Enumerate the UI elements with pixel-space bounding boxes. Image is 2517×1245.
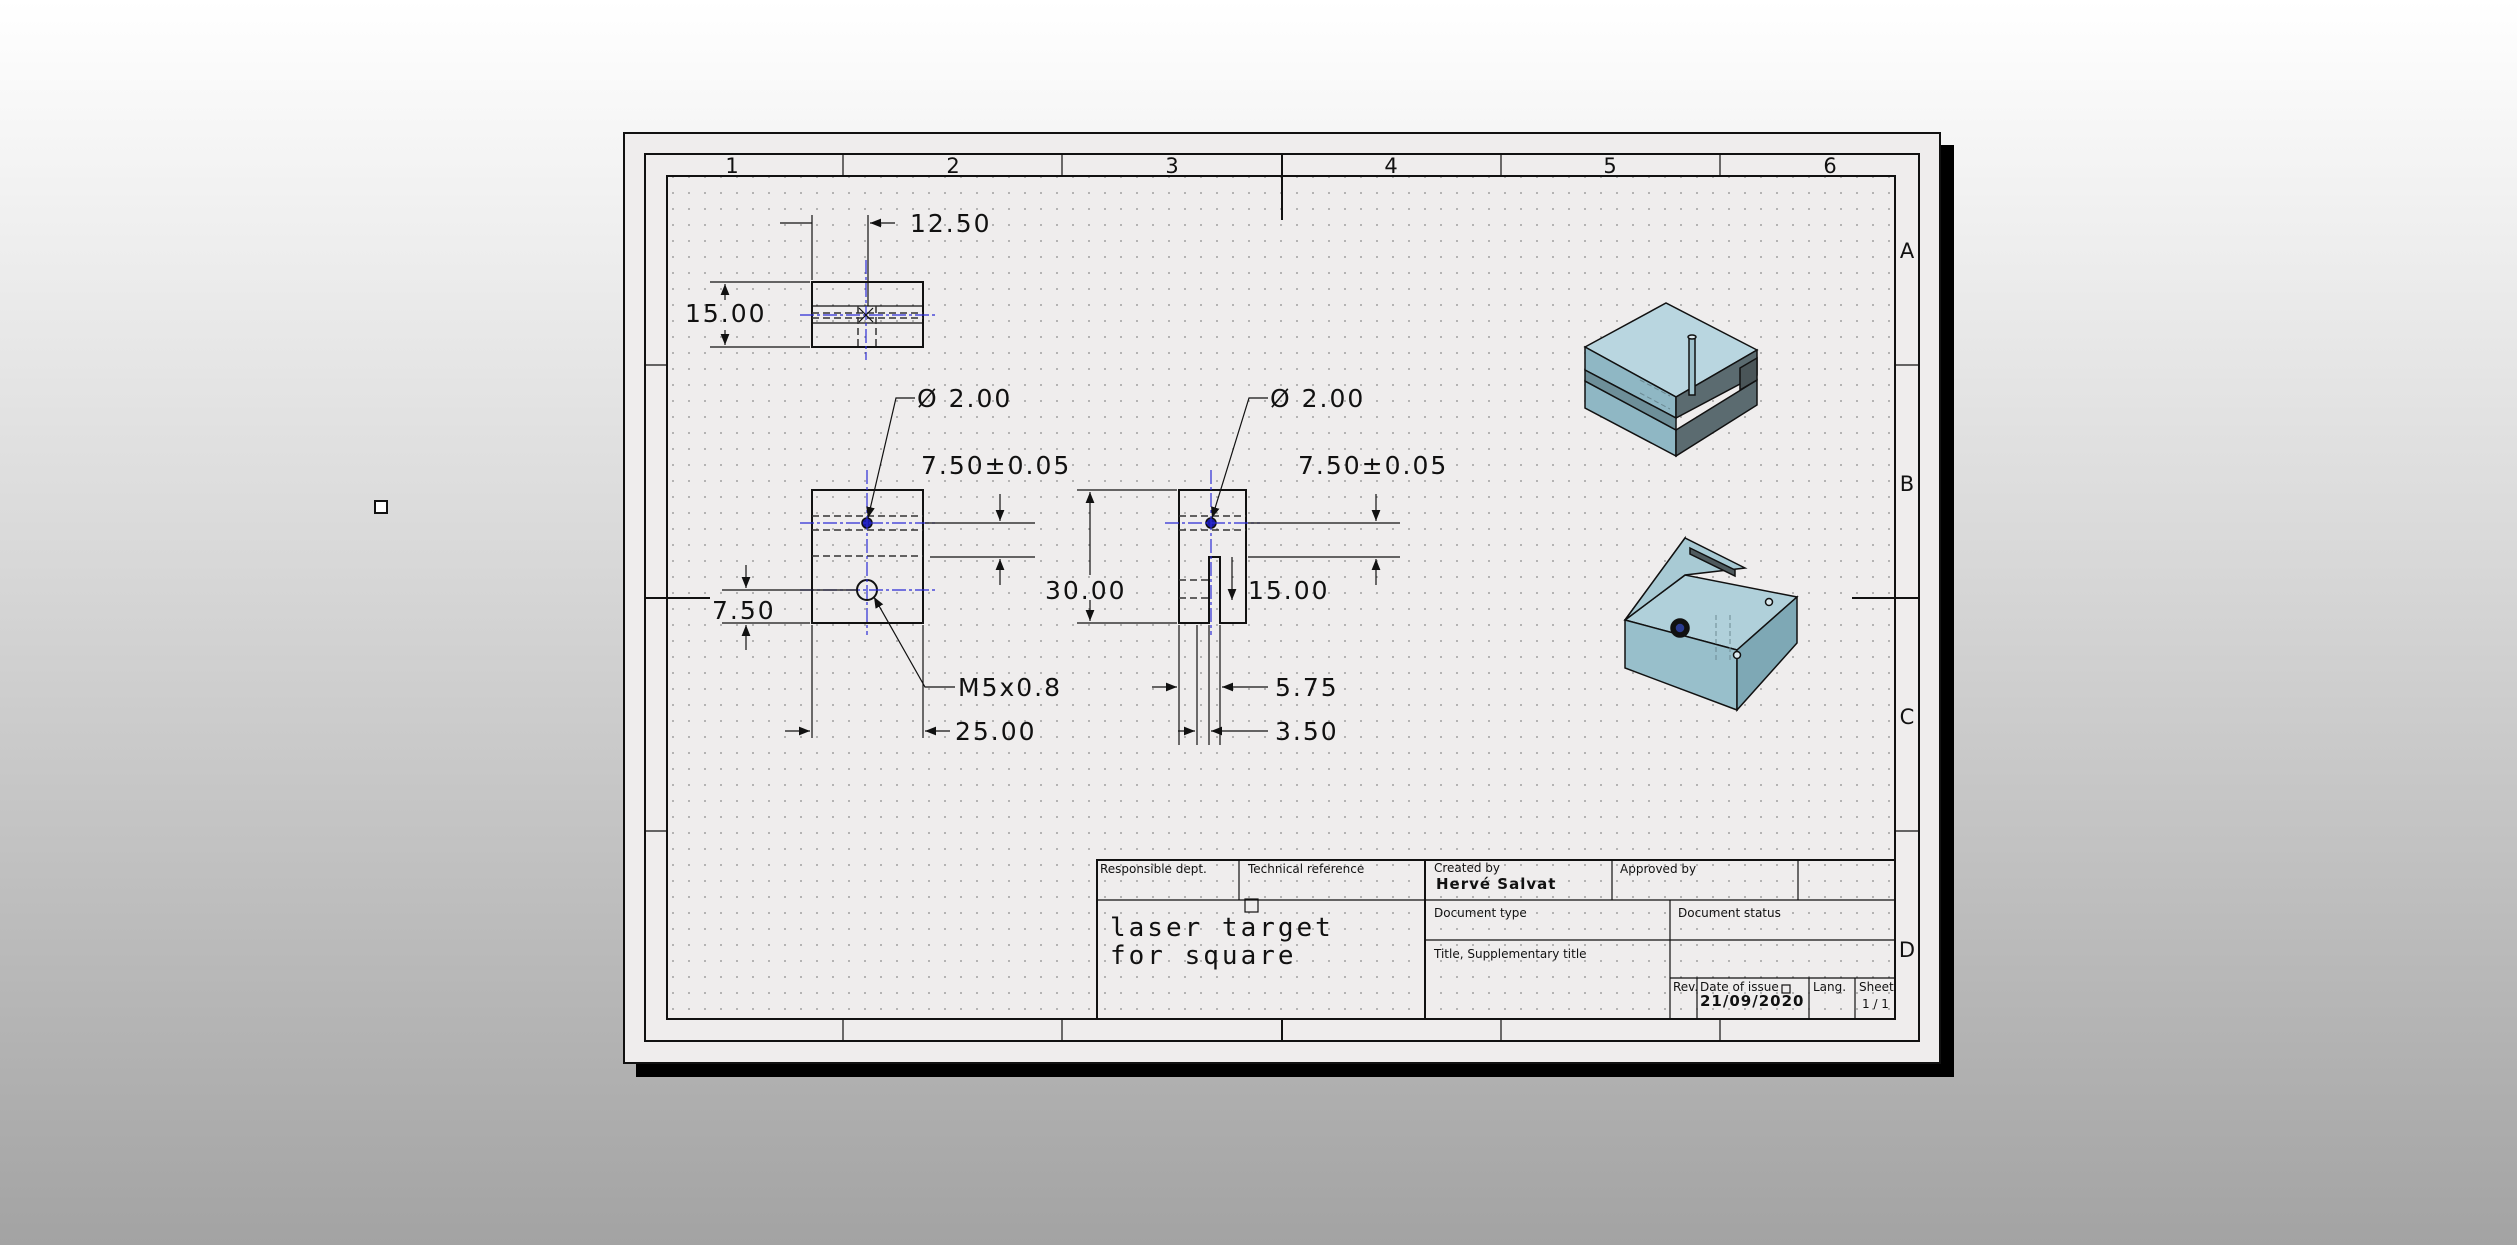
top-view[interactable]: 12.50 15.00 — [685, 209, 992, 360]
tb-issue-label: Date of issue — [1700, 980, 1779, 994]
dim-side-offset: 7.50±0.05 — [1298, 451, 1448, 480]
tb-issue-value[interactable]: 21/09/2020 — [1700, 992, 1804, 1010]
zone-column-2: 2 — [946, 154, 959, 178]
dim-front-width: 25.00 — [955, 717, 1037, 746]
dim-side-w1: 5.75 — [1275, 673, 1339, 702]
tb-created-value[interactable]: Hervé Salvat — [1436, 875, 1556, 893]
dim-front-left: 7.50 — [712, 596, 776, 625]
dim-side-w2: 3.50 — [1275, 717, 1339, 746]
centering-marks — [645, 154, 1919, 1041]
text-frame-handle[interactable] — [1244, 898, 1259, 913]
zone-row-b: B — [1900, 472, 1914, 496]
column-dividers — [645, 154, 1919, 1041]
zone-column-1: 1 — [725, 154, 738, 178]
dim-top-width: 12.50 — [910, 209, 992, 238]
tb-lang-label: Lang. — [1813, 980, 1846, 994]
tb-rev-label: Rev. — [1673, 980, 1698, 994]
side-view[interactable]: Ø 2.00 7.50±0.05 30.00 15.00 5.75 3.50 — [1045, 384, 1448, 746]
dim-side-slot: 15.00 — [1248, 576, 1330, 605]
title-block: Responsible dept. Technical reference Cr… — [1096, 859, 1896, 1020]
tb-doctype-label: Document type — [1434, 906, 1527, 920]
tb-title-line2[interactable]: for square — [1110, 941, 1297, 971]
dim-front-hole: Ø 2.00 — [917, 384, 1012, 413]
dim-front-thread: M5x0.8 — [958, 673, 1062, 702]
tb-responsible-label: Responsible dept. — [1100, 862, 1207, 876]
dim-side-hole: Ø 2.00 — [1270, 384, 1365, 413]
dim-side-height: 30.00 — [1045, 576, 1127, 605]
front-view[interactable]: Ø 2.00 7.50±0.05 7.50 M5x0.8 25.00 — [712, 384, 1071, 746]
tb-sheet-label: Sheet — [1859, 980, 1894, 994]
tb-created-label: Created by — [1434, 861, 1500, 875]
isometric-view-top[interactable] — [1583, 302, 1759, 458]
date-frame-handle[interactable] — [1781, 984, 1791, 994]
dim-top-height: 15.00 — [685, 299, 767, 328]
selection-handle[interactable] — [374, 500, 388, 514]
zone-column-3: 3 — [1165, 154, 1178, 178]
dim-front-offset: 7.50±0.05 — [921, 451, 1071, 480]
tb-technical-label: Technical reference — [1247, 862, 1364, 876]
zone-column-4: 4 — [1384, 154, 1397, 178]
zone-row-c: C — [1900, 705, 1915, 729]
zone-row-a: A — [1900, 239, 1915, 263]
tb-title-line1[interactable]: laser target — [1110, 913, 1334, 943]
isometric-view-bottom[interactable] — [1623, 535, 1799, 712]
zone-column-5: 5 — [1603, 154, 1616, 178]
tb-approved-label: Approved by — [1620, 862, 1696, 876]
tb-title-label: Title, Supplementary title — [1433, 947, 1587, 961]
tb-docstatus-label: Document status — [1678, 906, 1781, 920]
zone-row-d: D — [1899, 938, 1915, 962]
zone-column-6: 6 — [1823, 154, 1836, 178]
tb-sheet-value: 1 / 1 — [1862, 997, 1889, 1011]
